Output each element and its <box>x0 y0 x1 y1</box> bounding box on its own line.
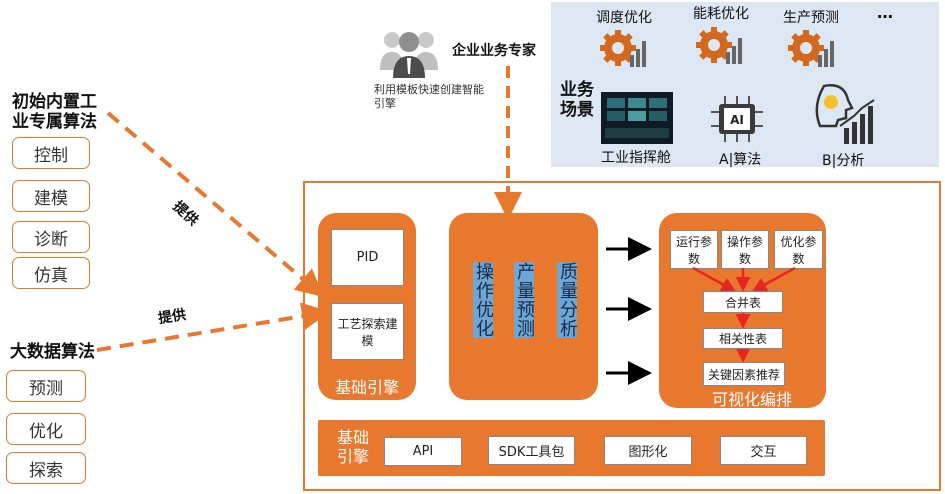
ai-chip-icon: AI <box>711 96 763 142</box>
engine-frame <box>303 181 941 491</box>
gear-chart-icon <box>696 27 742 64</box>
scene-label-bi: B|分析 <box>822 153 865 169</box>
api-box[interactable]: API <box>384 437 462 466</box>
scene-label-more: … <box>877 3 893 22</box>
people-group-icon <box>380 32 438 78</box>
scene-label-ai: A|算法 <box>719 152 762 168</box>
bottom-engine-label: 基础引擎 <box>337 428 370 466</box>
merge-table-box[interactable]: 合并表 <box>703 291 783 313</box>
left-top-title: 初始内置工业专属算法 <box>12 92 97 132</box>
base-engine-label: 基础引擎 <box>335 378 400 397</box>
algo-item-modeling[interactable]: 建模 <box>12 180 90 212</box>
bi-analysis-icon <box>815 84 875 144</box>
visual-orchestration-label: 可视化编排 <box>712 390 793 409</box>
command-center-image <box>601 92 673 144</box>
column-operation-optimization[interactable]: 操作优化 <box>473 262 494 338</box>
graphic-box[interactable]: 图形化 <box>604 436 692 465</box>
algo-item-control[interactable]: 控制 <box>12 137 90 169</box>
sdk-box[interactable]: SDK工具包 <box>488 436 575 465</box>
gear-chart-icon <box>600 30 646 67</box>
scene-label-command-center: 工业指挥舱 <box>601 150 671 166</box>
column-output-prediction[interactable]: 产量预测 <box>514 262 535 338</box>
gear-chart-icon <box>788 30 834 67</box>
scene-label-energy: 能耗优化 <box>693 6 749 22</box>
algo-item-explore[interactable]: 探索 <box>6 452 86 484</box>
correlation-table-box[interactable]: 相关性表 <box>703 328 783 349</box>
expert-note: 利用模板快速创建智能引擎 <box>374 83 484 110</box>
pid-box[interactable]: PID <box>331 229 404 286</box>
algo-item-predict[interactable]: 预测 <box>6 370 86 402</box>
algo-item-simulation[interactable]: 仿真 <box>12 257 90 289</box>
dashed-arrow-bottom <box>96 302 330 352</box>
scene-label-scheduling: 调度优化 <box>596 10 652 26</box>
algo-item-optimize[interactable]: 优化 <box>6 413 86 445</box>
business-scene-title: 业务场景 <box>560 80 594 120</box>
scene-label-production: 生产预测 <box>783 10 839 26</box>
column-quality-analysis[interactable]: 质量分析 <box>557 262 578 338</box>
param-operation-box[interactable]: 操作参数 <box>721 230 769 269</box>
interaction-box[interactable]: 交互 <box>720 436 807 465</box>
key-factor-box[interactable]: 关键因素推荐 <box>703 362 785 386</box>
process-modeling-box[interactable]: 工艺探索建模 <box>331 303 404 360</box>
left-bottom-title: 大数据算法 <box>10 342 95 362</box>
expert-title: 企业业务专家 <box>452 43 536 59</box>
svg-text:AI: AI <box>730 113 744 127</box>
param-optimize-box[interactable]: 优化参数 <box>774 230 823 269</box>
algo-item-diagnosis[interactable]: 诊断 <box>12 221 90 253</box>
dashed-arrow-top <box>106 111 325 298</box>
